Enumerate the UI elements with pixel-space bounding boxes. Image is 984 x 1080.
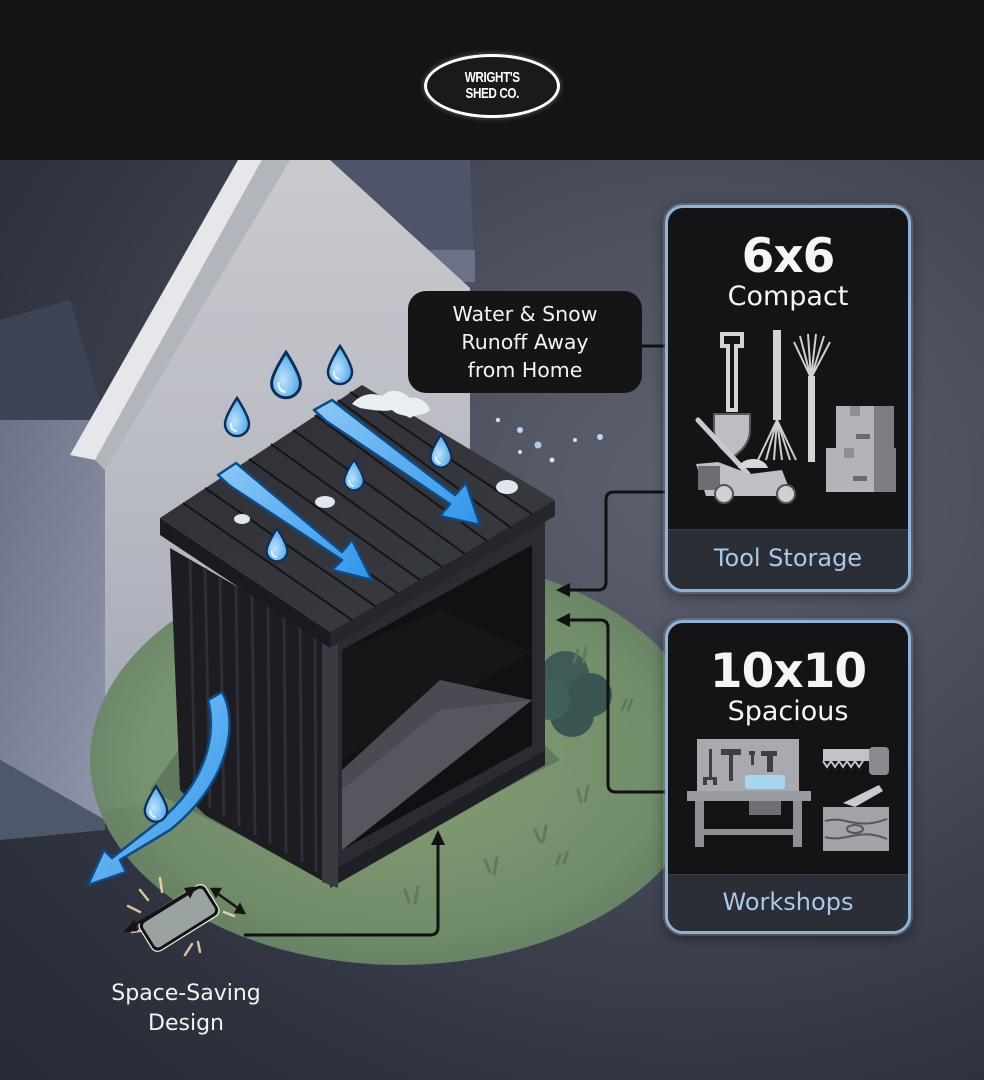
card-size: 6x6 [741,229,836,284]
card-descriptor: Spacious [727,696,849,727]
shovel-icon [713,332,751,460]
snow-icon [234,390,603,524]
card-descriptor: Compact [727,281,849,312]
runoff-line-3: from Home [467,358,583,382]
card-use-label: Workshops [722,888,854,916]
caption-line-2: Design [148,1011,224,1036]
card-10x10-spacious[interactable]: 10x10 Spacious [665,620,911,934]
shed-illustration [0,160,710,965]
downspout-arrow-icon [86,690,231,887]
card-use-band: Workshops [668,874,908,931]
card-use-label: Tool Storage [713,544,863,572]
runoff-line-2: Runoff Away [461,330,589,354]
logo-line-2: SHED CO. [465,85,519,102]
workshop-icons [687,739,889,851]
card-use-band: Tool Storage [668,529,908,589]
pegboard-tools-icon [697,739,799,791]
lawn-mower-icon [695,417,796,504]
stacked-boxes-icon [826,406,896,492]
footprint-resize-icon [122,876,247,957]
shed-roof [160,385,555,648]
rake-icon [757,330,797,461]
connector-arrowheads [431,583,570,845]
brand-logo[interactable]: WRIGHT'S SHED CO. [424,54,560,118]
runoff-arrow-icon [216,398,482,582]
tool-storage-icons [695,330,896,504]
runoff-callout: Water & Snow Runoff Away from Home [408,291,642,393]
handsaw-icon [822,747,889,775]
runoff-line-1: Water & Snow [452,302,598,326]
workbench-icon [687,791,811,847]
card-6x6-compact[interactable]: 6x6 Compact [665,205,911,592]
card-size: 10x10 [709,644,867,699]
wood-plane-box-icon [823,785,889,851]
space-saving-caption: Space-Saving Design [70,979,302,1039]
house-side-wall [0,420,105,820]
logo-line-1: WRIGHT'S [464,69,520,86]
leaf-rake-icon [793,333,831,462]
caption-line-1: Space-Saving [111,981,261,1006]
house-roof-trim [70,160,262,460]
connector-lines [244,344,666,937]
